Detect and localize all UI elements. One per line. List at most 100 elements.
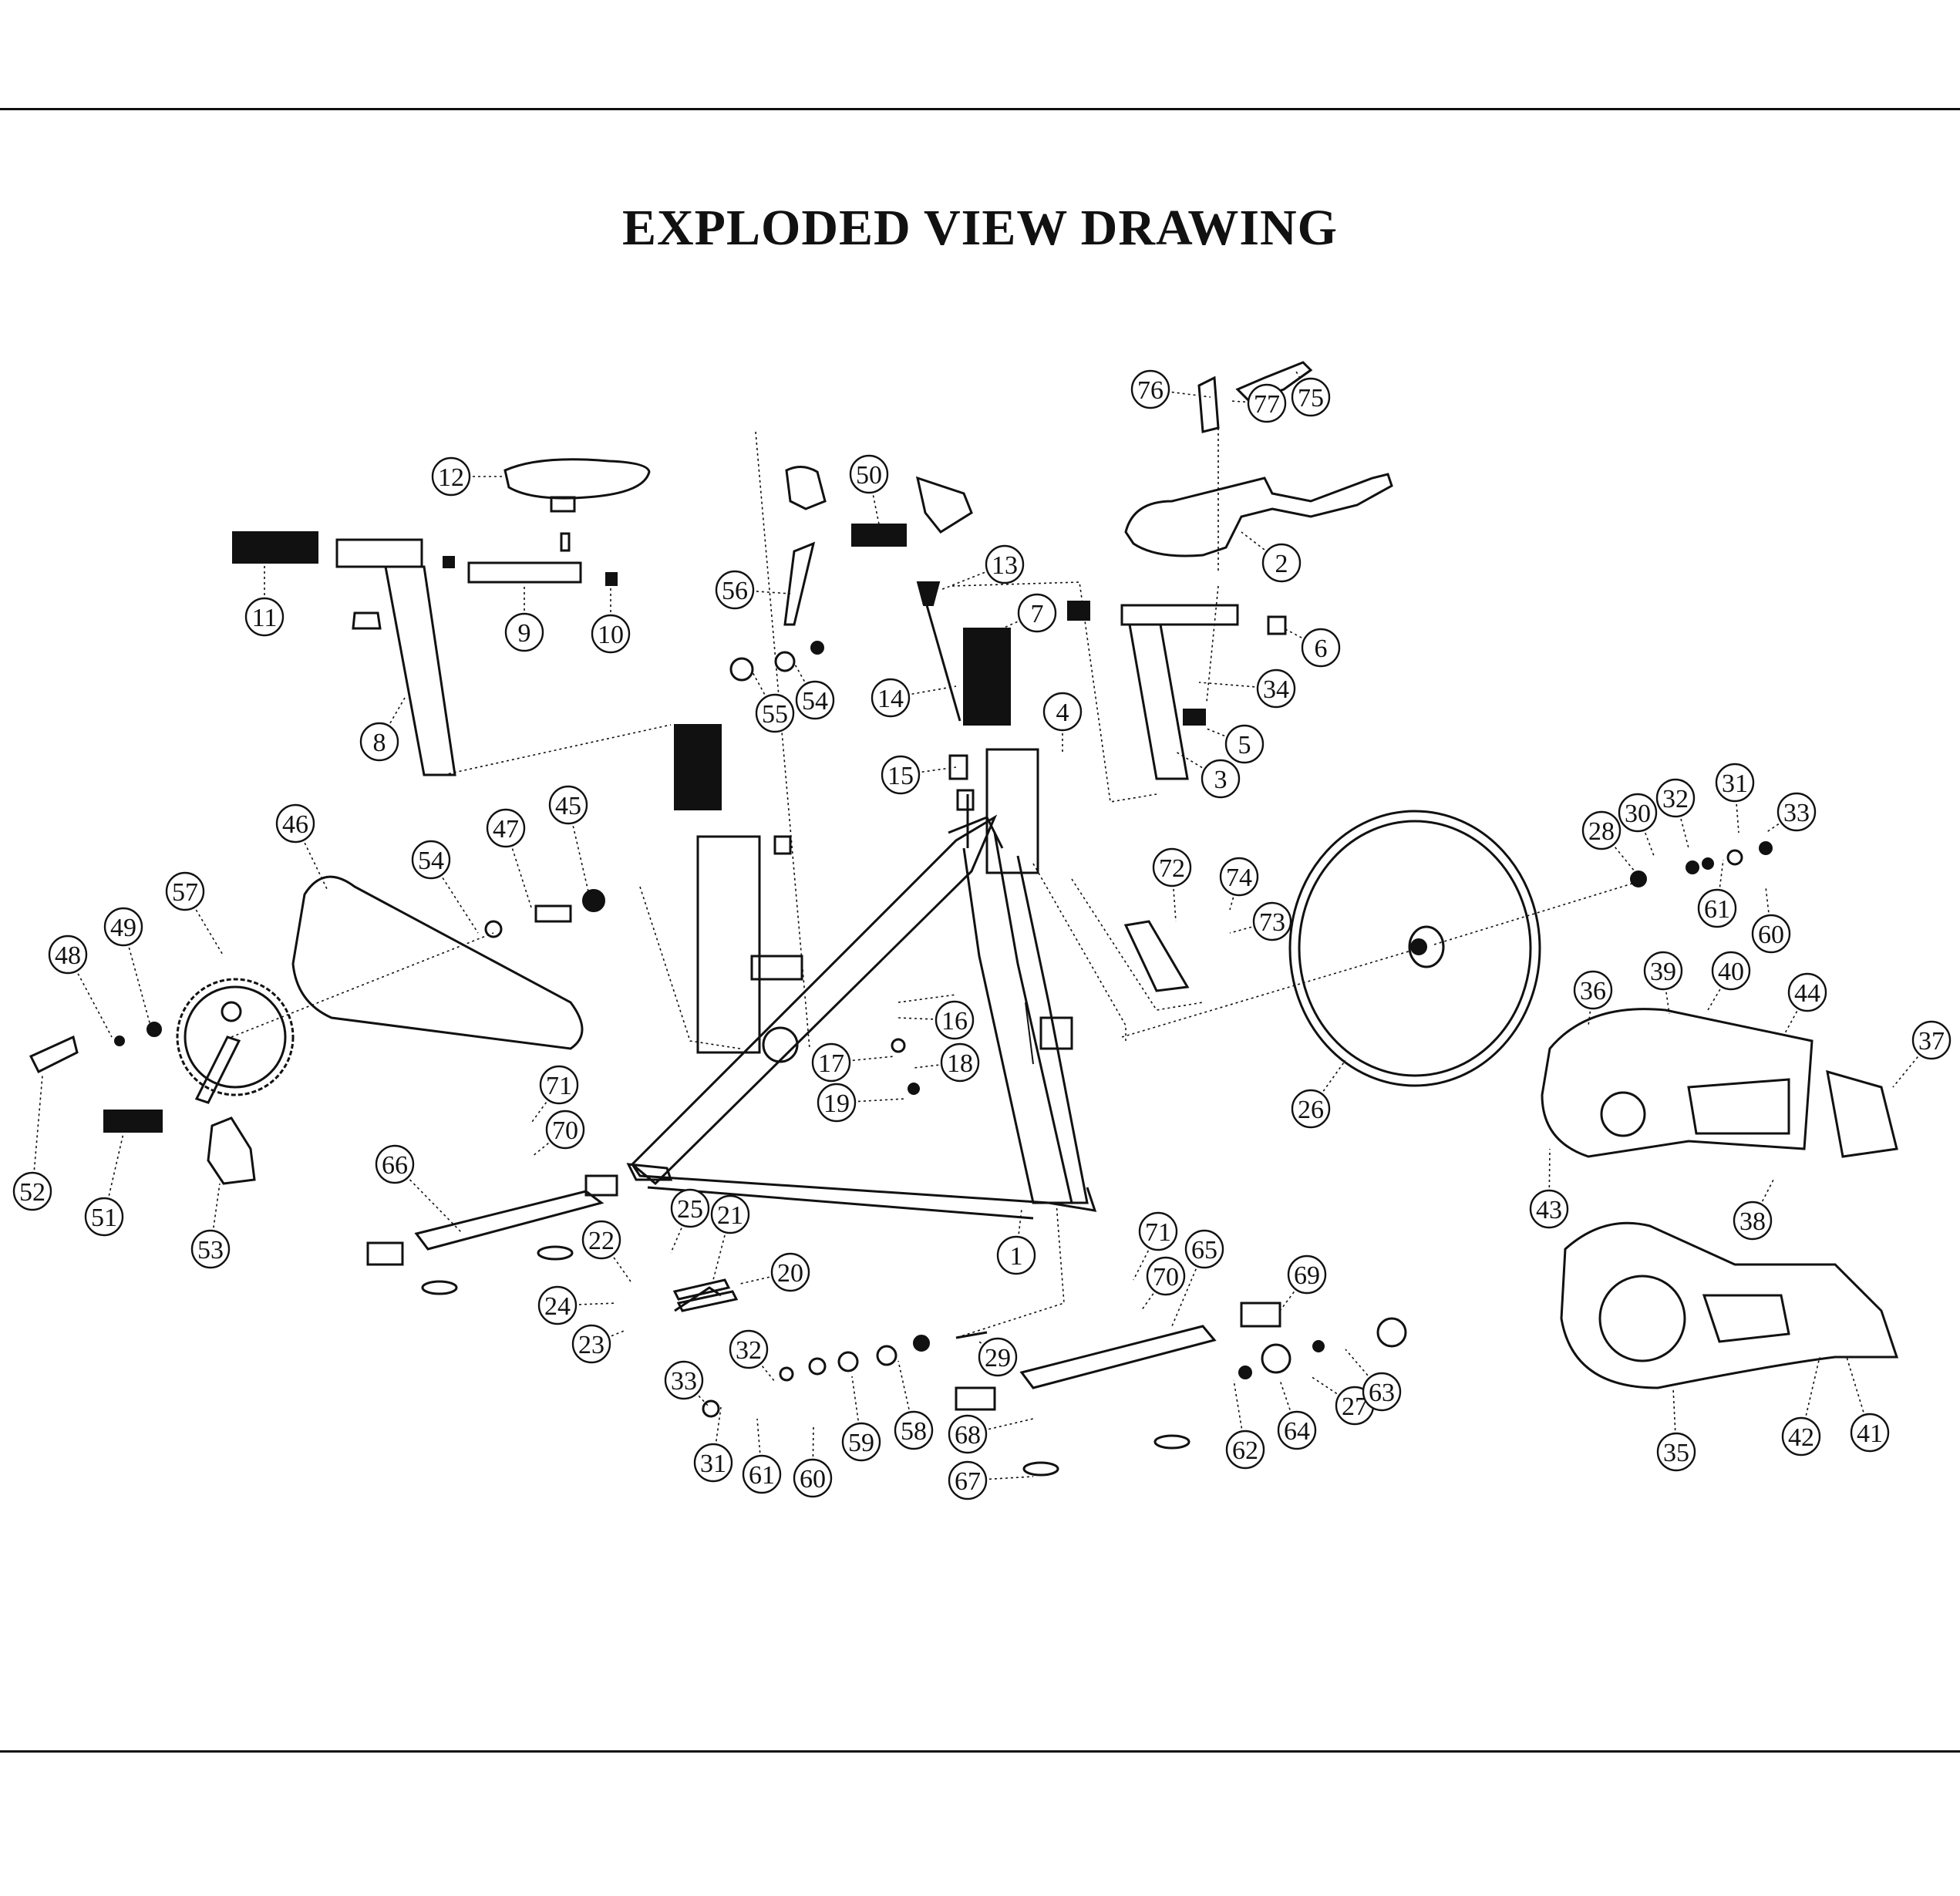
callout-23: 23	[571, 1324, 627, 1364]
callout-number: 44	[1794, 979, 1820, 1008]
callout-circle	[1618, 793, 1658, 833]
callout-number: 57	[172, 878, 198, 907]
callout-32: 32	[729, 1329, 776, 1382]
callout-24: 24	[537, 1285, 618, 1325]
callout-number: 14	[877, 685, 904, 713]
callout-60: 60	[793, 1426, 833, 1498]
callout-32: 32	[1655, 778, 1696, 849]
callout-circle	[1529, 1189, 1569, 1229]
callout-circle	[1261, 543, 1302, 583]
handlebar-assembly	[1067, 361, 1393, 780]
callout-67: 67	[948, 1460, 1034, 1500]
main-frame	[626, 748, 1097, 1220]
leader-line	[1846, 1356, 1871, 1433]
callout-number: 39	[1650, 958, 1676, 986]
callout-17: 17	[811, 1042, 895, 1083]
front-upright-tube	[674, 724, 803, 1063]
leader-line	[1133, 1231, 1159, 1281]
callout-number: 37	[1918, 1027, 1945, 1056]
callout-number: 58	[901, 1417, 927, 1446]
callout-50: 50	[849, 454, 889, 525]
callout-number: 16	[941, 1007, 968, 1036]
callout-number: 22	[588, 1227, 615, 1255]
callout-number: 49	[110, 914, 136, 942]
callout-number: 55	[762, 700, 788, 729]
callout-circle	[537, 1285, 578, 1325]
callout-74: 74	[1219, 857, 1259, 911]
callout-72: 72	[1152, 847, 1192, 922]
callout-circle	[710, 1194, 750, 1234]
callout-40: 40	[1707, 951, 1751, 1011]
callout-number: 46	[282, 810, 308, 839]
callout-number: 75	[1298, 384, 1324, 413]
callout-43: 43	[1529, 1148, 1569, 1229]
leader-line	[1345, 1349, 1382, 1393]
callout-1: 1	[996, 1208, 1036, 1275]
bottom-rule	[0, 1750, 1960, 1753]
callout-circle	[948, 1414, 988, 1454]
callout-circle	[1573, 970, 1613, 1010]
resistance-stem	[916, 581, 1011, 811]
callout-number: 50	[856, 461, 882, 490]
callout-65: 65	[1171, 1229, 1224, 1327]
callout-number: 28	[1588, 817, 1615, 846]
callout-number: 35	[1663, 1439, 1689, 1467]
callout-number: 33	[1783, 799, 1810, 827]
seat-post-assembly	[232, 531, 618, 776]
callout-number: 63	[1369, 1379, 1395, 1407]
callout-number: 43	[1536, 1196, 1562, 1224]
callout-circle	[591, 614, 631, 654]
flywheel	[1288, 810, 1541, 1087]
callout-number: 33	[671, 1367, 697, 1396]
callout-number: 34	[1263, 675, 1289, 704]
callout-number: 61	[749, 1461, 775, 1490]
callout-circle	[1201, 759, 1241, 799]
callout-56: 56	[715, 570, 791, 610]
callout-62: 62	[1225, 1379, 1265, 1470]
callout-5: 5	[1206, 724, 1265, 764]
callout-circle	[1152, 847, 1192, 887]
callout-number: 53	[197, 1236, 224, 1265]
callout-circle	[48, 935, 88, 975]
callout-31: 31	[693, 1406, 733, 1483]
callout-circle	[103, 907, 143, 947]
callout-13: 13	[940, 544, 1025, 591]
callout-number: 45	[555, 792, 581, 820]
callout-12: 12	[431, 456, 505, 497]
callout-circle	[84, 1197, 124, 1237]
callout-number: 72	[1159, 854, 1185, 883]
callout-number: 24	[544, 1292, 571, 1321]
callout-71: 71	[531, 1065, 579, 1123]
callout-number: 11	[252, 604, 278, 632]
callout-circle	[1776, 792, 1817, 832]
callout-circle	[375, 1144, 415, 1184]
callout-52: 52	[12, 1075, 52, 1211]
callout-number: 51	[91, 1204, 117, 1232]
callout-27: 27	[1310, 1376, 1375, 1426]
callout-20: 20	[739, 1252, 810, 1292]
callout-7: 7	[1002, 593, 1057, 633]
callout-circle	[1256, 668, 1296, 709]
callout-number: 3	[1214, 766, 1228, 794]
callout-number: 68	[955, 1421, 981, 1450]
callout-circle	[1042, 692, 1083, 732]
callout-9: 9	[504, 586, 544, 652]
leader-line	[601, 1239, 633, 1285]
callout-circle	[1787, 972, 1827, 1012]
callout-number: 54	[802, 687, 828, 716]
callout-circle	[359, 722, 399, 762]
callout-circle	[1219, 857, 1259, 897]
callout-58: 58	[894, 1360, 934, 1450]
assembly-guides	[231, 428, 1635, 1339]
callout-circle	[894, 1410, 934, 1450]
callout-number: 61	[1704, 895, 1730, 924]
callout-number: 1	[1010, 1242, 1023, 1271]
callout-number: 40	[1718, 958, 1744, 986]
callout-46: 46	[275, 803, 328, 891]
callout-61: 61	[1697, 859, 1737, 928]
callout-circle	[411, 840, 451, 880]
callout-3: 3	[1175, 751, 1241, 799]
callout-number: 21	[717, 1201, 743, 1230]
callout-circle	[275, 803, 315, 844]
callout-number: 71	[1145, 1218, 1171, 1247]
